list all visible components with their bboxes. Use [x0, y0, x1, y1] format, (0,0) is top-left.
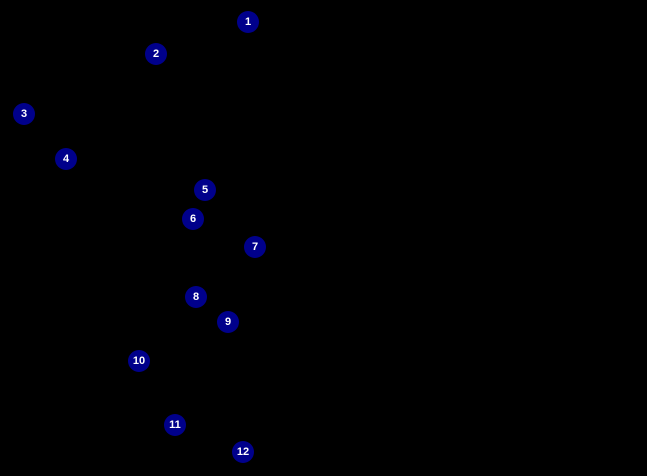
marker-5[interactable]: 5	[194, 179, 216, 201]
marker-10[interactable]: 10	[128, 350, 150, 372]
marker-6[interactable]: 6	[182, 208, 204, 230]
marker-8[interactable]: 8	[185, 286, 207, 308]
marker-11[interactable]: 11	[164, 414, 186, 436]
marker-7[interactable]: 7	[244, 236, 266, 258]
marker-1[interactable]: 1	[237, 11, 259, 33]
marker-4[interactable]: 4	[55, 148, 77, 170]
marker-2[interactable]: 2	[145, 43, 167, 65]
marker-3[interactable]: 3	[13, 103, 35, 125]
marker-9[interactable]: 9	[217, 311, 239, 333]
marker-12[interactable]: 12	[232, 441, 254, 463]
